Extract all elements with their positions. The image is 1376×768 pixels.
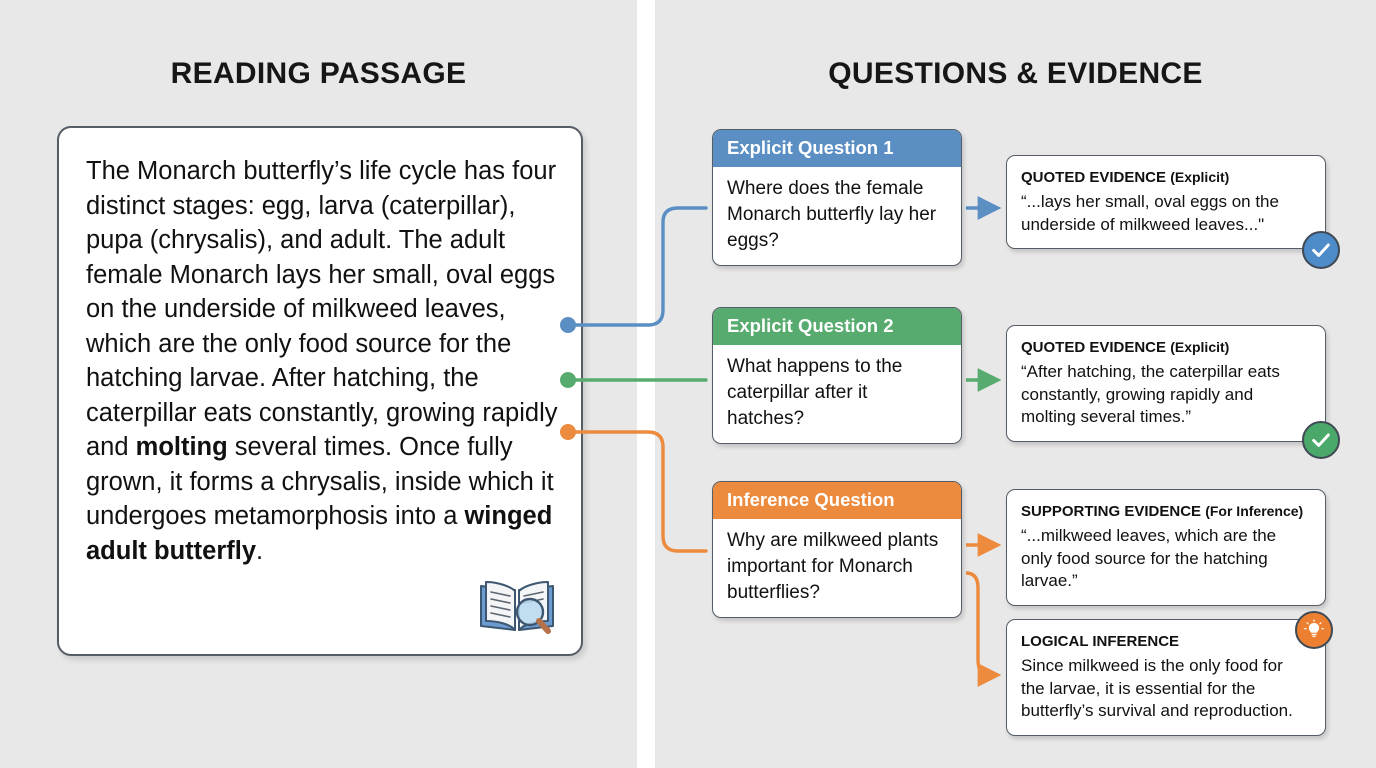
evidence-card-logical-inference[interactable]: LOGICAL INFERENCE Since milkweed is the …: [1006, 619, 1326, 736]
question-card-header: Inference Question: [713, 482, 961, 519]
question-card-body: Why are milkweed plants important for Mo…: [727, 530, 939, 603]
evidence-title-main: QUOTED EVIDENCE: [1021, 339, 1167, 356]
question-card-body: What happens to the caterpillar after it…: [727, 356, 903, 429]
lightbulb-badge-orange-icon: [1295, 611, 1333, 649]
evidence-card-title: SUPPORTING EVIDENCE (For Inference): [1021, 501, 1311, 522]
check-icon: [1312, 433, 1330, 447]
check-badge-blue-icon: [1302, 231, 1340, 269]
evidence-title-main: SUPPORTING EVIDENCE: [1021, 503, 1202, 520]
question-card-header: Explicit Question 2: [713, 308, 961, 345]
check-badge-green-icon: [1302, 421, 1340, 459]
reading-passage-title: READING PASSAGE: [170, 57, 467, 90]
question-card-header: Explicit Question 1: [713, 130, 961, 167]
question-card-explicit-1[interactable]: Explicit Question 1 Where does the femal…: [712, 129, 962, 266]
check-icon: [1312, 243, 1330, 257]
evidence-card-supporting[interactable]: SUPPORTING EVIDENCE (For Inference) “...…: [1006, 489, 1326, 606]
evidence-title-sub: (Explicit): [1170, 339, 1230, 355]
evidence-card-title: QUOTED EVIDENCE (Explicit): [1021, 167, 1311, 188]
evidence-card-quoted-1[interactable]: QUOTED EVIDENCE (Explicit) “...lays her …: [1006, 155, 1326, 249]
evidence-card-text: “...lays her small, oval eggs on the und…: [1021, 192, 1279, 234]
evidence-card-quoted-2[interactable]: QUOTED EVIDENCE (Explicit) “After hatchi…: [1006, 325, 1326, 442]
question-card-body: Where does the female Monarch butterfly …: [727, 178, 937, 251]
evidence-title-main: QUOTED EVIDENCE: [1021, 169, 1167, 186]
evidence-card-text: “...milkweed leaves, which are the only …: [1021, 526, 1277, 590]
evidence-card-title: QUOTED EVIDENCE (Explicit): [1021, 337, 1311, 358]
question-card-explicit-2[interactable]: Explicit Question 2 What happens to the …: [712, 307, 962, 444]
evidence-title-main: LOGICAL INFERENCE: [1021, 633, 1180, 650]
questions-evidence-title: QUESTIONS & EVIDENCE: [828, 57, 1203, 90]
lightbulb-icon: [1303, 619, 1325, 638]
evidence-card-title: LOGICAL INFERENCE: [1021, 631, 1311, 652]
passage-text: The Monarch butterfly’s life cycle has f…: [86, 157, 558, 565]
open-book-with-magnifier-icon: [480, 581, 554, 634]
evidence-title-sub: (Explicit): [1170, 169, 1230, 185]
evidence-card-text: “After hatching, the caterpillar eats co…: [1021, 362, 1280, 426]
question-card-inference[interactable]: Inference Question Why are milkweed plan…: [712, 481, 962, 618]
reading-passage-card: The Monarch butterfly’s life cycle has f…: [57, 126, 583, 656]
evidence-card-text: Since milkweed is the only food for the …: [1021, 656, 1293, 720]
evidence-title-sub: (For Inference): [1205, 503, 1304, 519]
